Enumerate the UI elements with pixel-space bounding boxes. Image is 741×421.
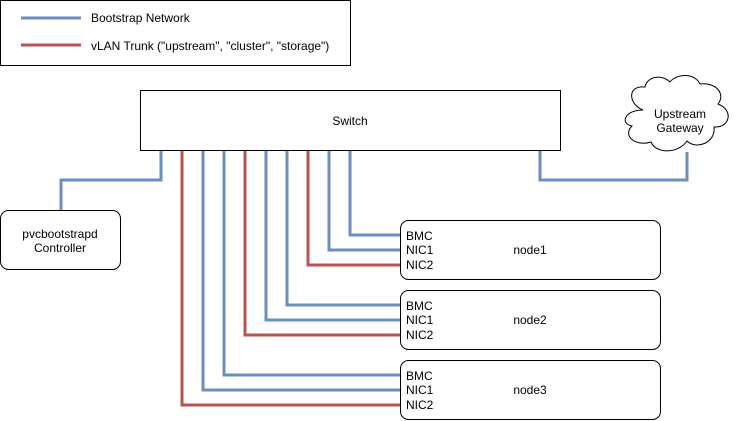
legend-trunk-label: vLAN Trunk ("upstream", "cluster", "stor… [91, 39, 329, 53]
node2-name: node2 [513, 313, 547, 327]
node2-box[interactable] [400, 290, 661, 350]
link-node2-bmc [285, 150, 400, 307]
node3-box[interactable] [400, 360, 661, 420]
node3-name: node3 [513, 383, 547, 397]
node2[interactable]: BMC NIC1 NIC2 node2 [400, 290, 661, 350]
legend-bootstrap-label: Bootstrap Network [91, 11, 191, 25]
switch[interactable]: Switch [140, 90, 561, 151]
legend: Bootstrap Network vLAN Trunk ("upstream"… [0, 0, 351, 66]
node3-bmc-label: BMC [406, 369, 433, 383]
node2-nic1-label: NIC1 [406, 313, 434, 327]
controller[interactable]: pvcbootstrapd Controller [0, 210, 121, 270]
node1-nic2-label: NIC2 [406, 258, 434, 272]
gateway-label-line2: Gateway [656, 121, 703, 135]
node1[interactable]: BMC NIC1 NIC2 node1 [400, 220, 661, 280]
node1-bmc-label: BMC [406, 229, 433, 243]
node2-bmc-label: BMC [406, 299, 433, 313]
switch-label: Switch [332, 114, 367, 128]
node1-box[interactable] [400, 220, 661, 280]
node3-nic2-label: NIC2 [406, 398, 434, 412]
link-node1-bmc [348, 150, 400, 237]
switch-box[interactable] [140, 90, 561, 151]
link-node1-nic2 [306, 150, 400, 267]
link-node3-nic1 [201, 150, 400, 392]
node1-nic1-label: NIC1 [406, 243, 434, 257]
legend-box [0, 0, 351, 66]
link-node3-bmc [222, 150, 400, 377]
node2-nic2-label: NIC2 [406, 328, 434, 342]
link-node2-nic2 [243, 150, 400, 337]
gateway-label-line1: Upstream [654, 107, 706, 121]
upstream-gateway[interactable]: Upstream Gateway [624, 75, 729, 152]
node3-nic1-label: NIC1 [406, 383, 434, 397]
node1-name: node1 [513, 243, 547, 257]
link-node1-nic1 [327, 150, 400, 252]
controller-label-line2: Controller [34, 241, 86, 255]
node3[interactable]: BMC NIC1 NIC2 node3 [400, 360, 661, 420]
controller-box[interactable] [0, 210, 121, 270]
link-node2-nic1 [264, 150, 400, 322]
link-node3-nic2 [180, 150, 400, 407]
cloud-icon[interactable] [624, 75, 729, 152]
link-gateway [538, 150, 689, 182]
link-controller [59, 150, 163, 210]
controller-label-line1: pvcbootstrapd [22, 227, 97, 241]
